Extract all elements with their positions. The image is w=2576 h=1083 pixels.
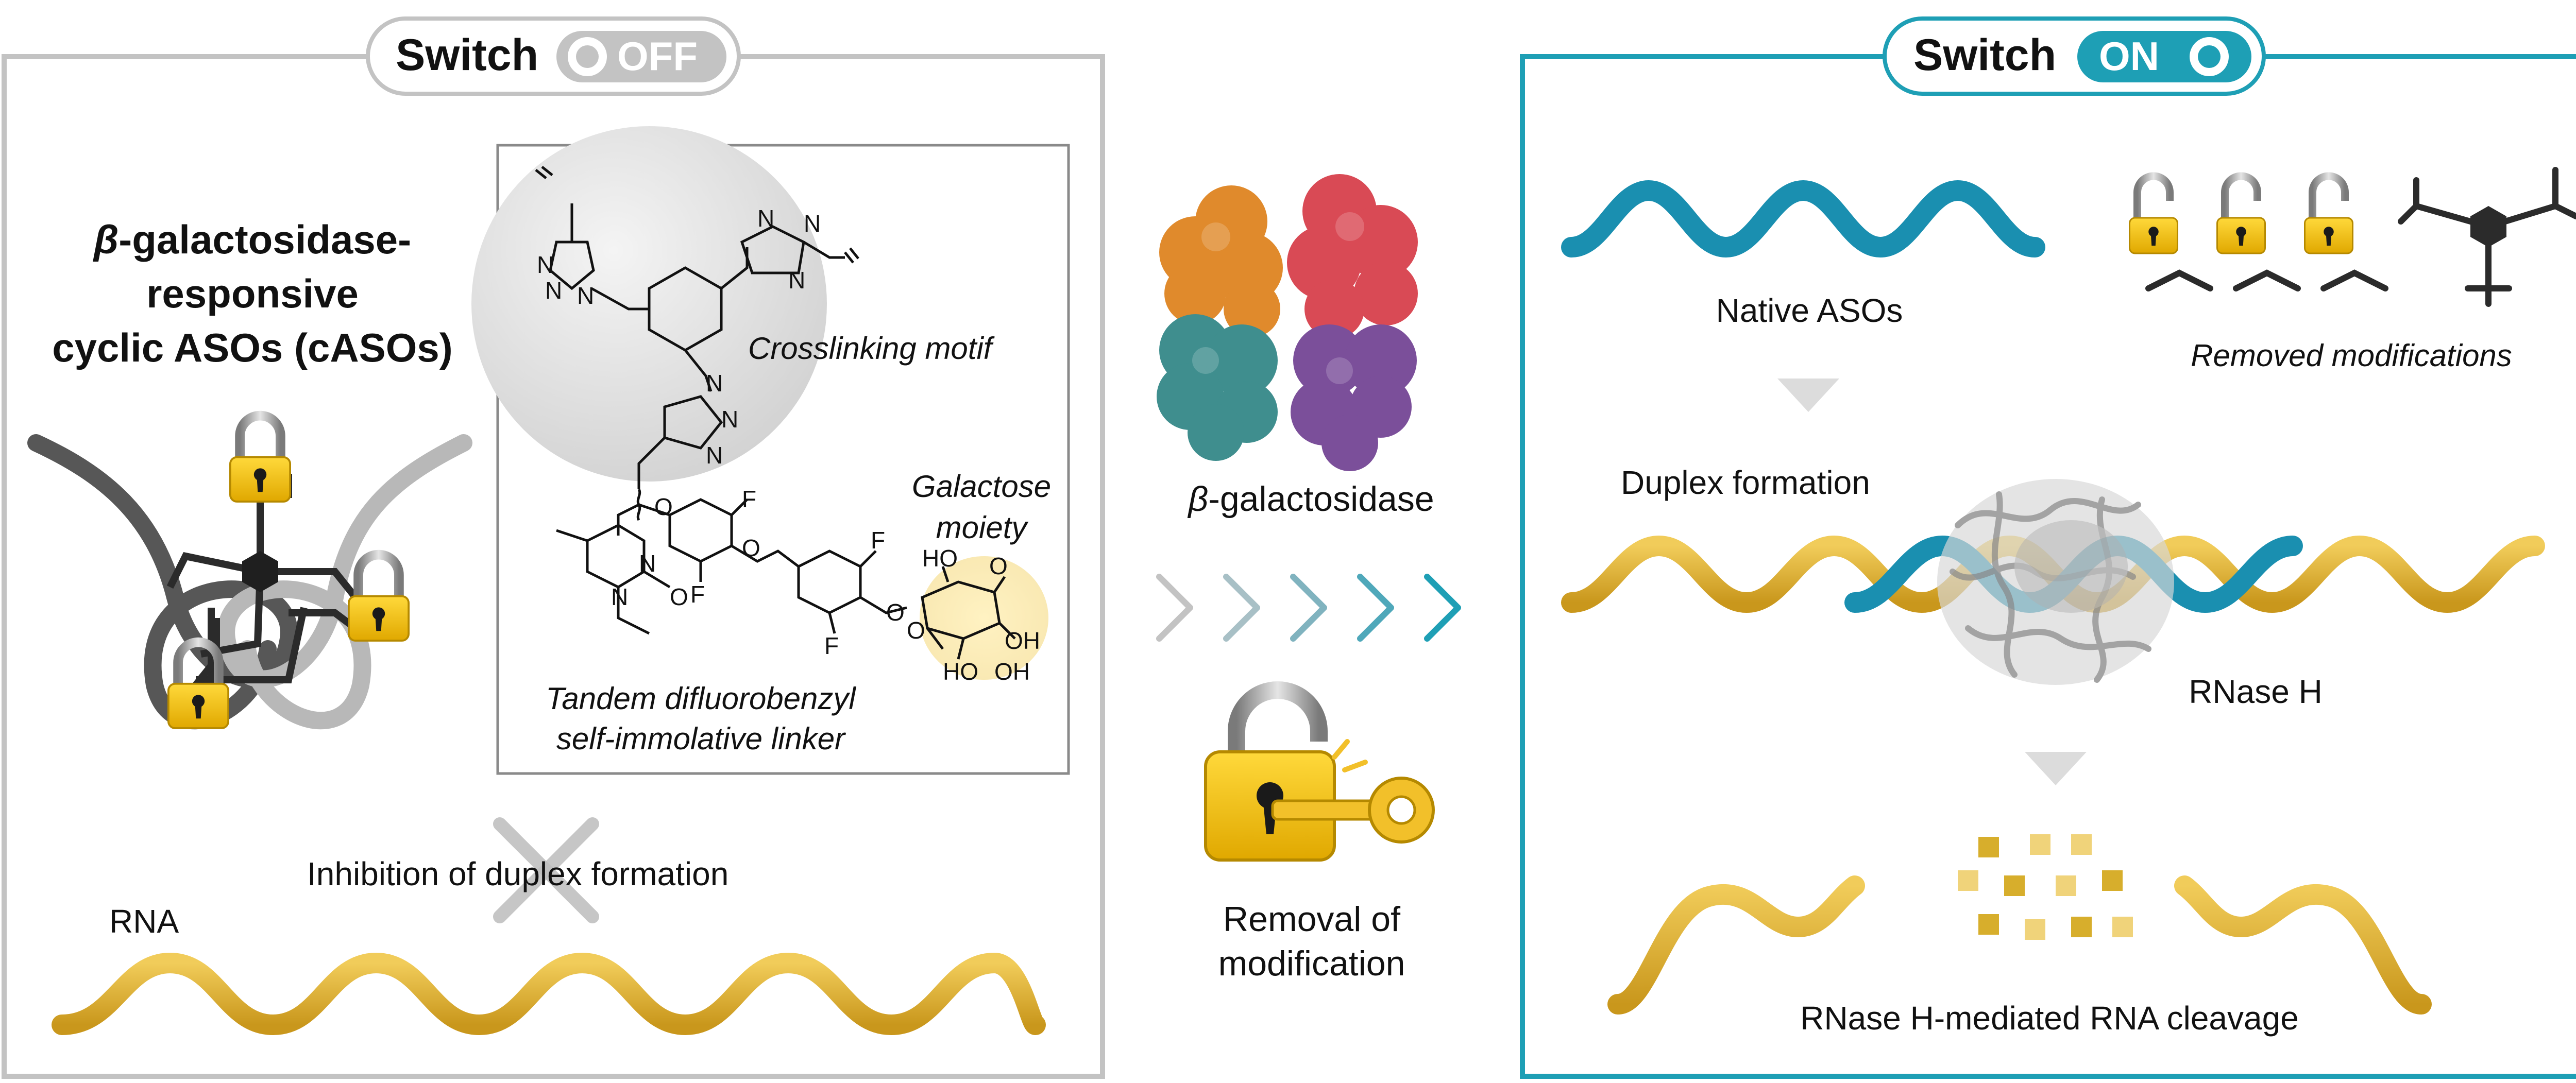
- on-panel-frame: [1520, 54, 2576, 1079]
- inhibition-label: Inhibition of duplex formation: [307, 855, 729, 892]
- atom-label: F: [742, 486, 756, 512]
- galactose-label-line2: moiety: [936, 510, 1027, 545]
- native-asos-label: Native ASOs: [1716, 292, 1903, 329]
- switch-on-label: Switch: [1913, 30, 2057, 80]
- rnase-h-label: RNase H: [2189, 673, 2323, 710]
- inhibition-cross-icon: [493, 817, 599, 923]
- unlocked-lock-icon: [2305, 176, 2353, 253]
- removal-label-line2: modification: [1218, 944, 1405, 983]
- atom-label: O: [886, 599, 905, 626]
- atom-label: N: [757, 205, 774, 232]
- switch-on-pill: [1883, 16, 2266, 96]
- chemical-structure-box: N N N N N N N N N O N N O F F O F F O O …: [471, 126, 1070, 775]
- atom-label: N: [721, 406, 738, 433]
- removal-label-line1: Removal of: [1223, 900, 1400, 939]
- down-arrow-icon: [2025, 752, 2087, 785]
- lock-and-key-icon: [1204, 681, 1435, 862]
- atom-label: N: [537, 251, 554, 278]
- atom-label: F: [690, 581, 705, 608]
- linker-label-line2: self-immolative linker: [556, 721, 845, 756]
- atom-label: HO: [922, 545, 958, 572]
- greek-beta: β: [1188, 479, 1209, 519]
- greek-beta: β: [93, 217, 119, 262]
- linker-label-line1: Tandem difluorobenzyl: [546, 681, 856, 716]
- down-arrow-icon: [1777, 379, 1839, 412]
- atom-label: N: [804, 210, 821, 237]
- atom-label: HO: [943, 658, 978, 685]
- off-panel-frame: [2, 54, 1105, 1079]
- atom-label: N: [788, 267, 805, 294]
- toggle-off-state: OFF: [617, 33, 698, 79]
- casos-title-line2: responsive: [146, 271, 359, 316]
- rnase-h-protein-icon: [1937, 479, 2174, 685]
- lock-icon: [349, 555, 409, 641]
- atom-label: F: [871, 527, 885, 554]
- atom-label: O: [907, 617, 925, 644]
- casos-title-line1: β-galactosidase-: [94, 216, 411, 263]
- atom-label: N: [545, 277, 562, 304]
- unlocked-lock-icon: [2130, 176, 2178, 253]
- atom-label: OH: [1005, 627, 1040, 654]
- switch-off-pill: [366, 16, 741, 96]
- atom-label: OH: [994, 658, 1030, 685]
- connector-dashes: [1119, 54, 1510, 1079]
- atom-label: N: [706, 442, 723, 469]
- hexagon-core-icon: [242, 551, 278, 592]
- cleavage-label: RNase H-mediated RNA cleavage: [1800, 1000, 2299, 1037]
- crosslinking-motif-label: Crosslinking motif: [748, 331, 992, 366]
- atom-label: N: [639, 550, 656, 577]
- galactose-label-line1: Galactose: [911, 469, 1052, 504]
- atom-label: N: [611, 583, 628, 610]
- unlocked-lock-icon: [2217, 176, 2265, 253]
- process-chevrons: [1156, 574, 1461, 642]
- toggle-on-state: ON: [2099, 33, 2159, 79]
- rna-strand-off: [52, 952, 1046, 1036]
- cyclic-aso-illustration: [27, 416, 472, 728]
- atom-label: O: [989, 553, 1008, 579]
- rna-label: RNA: [109, 903, 179, 940]
- atom-label: N: [577, 282, 594, 309]
- atom-label: N: [706, 370, 723, 397]
- duplex-with-rnase-h: [1561, 479, 2545, 685]
- enzyme-label-rest: -galactosidase: [1208, 479, 1434, 519]
- atom-label: F: [824, 632, 839, 659]
- galactose-highlight: [920, 556, 1048, 680]
- atom-label: O: [670, 583, 688, 610]
- title-line1-rest: -galactosidase-: [118, 217, 412, 262]
- rna-cleavage-products: [1607, 834, 2432, 1015]
- hexagon-core-icon: [2470, 206, 2506, 247]
- native-aso-strand: [1561, 180, 2045, 258]
- removed-modifications-icons: [2130, 167, 2576, 307]
- casos-title-line3: cyclic ASOs (cASOs): [52, 325, 453, 370]
- lock-icon: [230, 416, 290, 502]
- switch-off-label: Switch: [396, 30, 539, 80]
- atom-label: O: [654, 493, 673, 520]
- beta-galactosidase-enzyme-icon: [1157, 174, 1418, 471]
- atom-label: O: [742, 535, 760, 561]
- enzyme-label: β-galactosidase: [1188, 479, 1434, 519]
- duplex-formation-label: Duplex formation: [1621, 464, 1870, 501]
- removed-modifications-label: Removed modifications: [2191, 338, 2512, 373]
